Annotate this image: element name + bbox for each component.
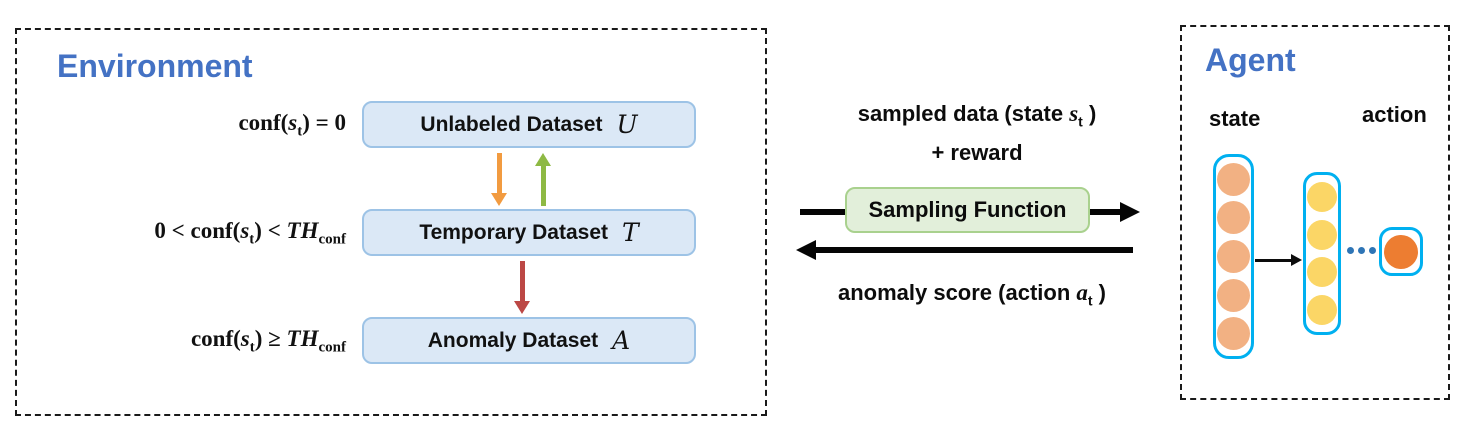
eq-text: 0 < conf( — [154, 218, 241, 243]
arrow-agent-to-env-line — [814, 247, 1133, 253]
eq-var: s — [240, 218, 250, 243]
action-node — [1384, 234, 1418, 269]
condition-temporary: 0 < conf(st) < THconf — [40, 218, 346, 249]
environment-panel — [15, 28, 767, 416]
eq-text: conf( — [190, 326, 241, 351]
anomaly-score-label: anomaly score (action at ) — [772, 277, 1172, 316]
hidden-node — [1307, 294, 1337, 325]
temporary-dataset-box: Temporary Dataset T — [362, 209, 696, 256]
unlabeled-dataset-box: Unlabeled Dataset U — [362, 101, 696, 148]
label-text: ) — [1092, 280, 1107, 305]
eq-text: ) = 0 — [302, 110, 346, 135]
nn-arrow-line — [1255, 259, 1293, 262]
temporary-dataset-label: Temporary Dataset — [419, 220, 608, 244]
label-var: a — [1076, 280, 1088, 305]
dot — [1369, 247, 1376, 254]
condition-anomaly: conf(st) ≥ THconf — [40, 326, 346, 357]
up-arrow-temporary-to-unlabeled-icon — [534, 153, 552, 206]
eq-sub: t — [297, 123, 303, 140]
nn-arrow-head-icon — [1291, 254, 1302, 266]
state-node — [1217, 278, 1250, 312]
hidden-node — [1307, 219, 1337, 250]
state-layer — [1213, 154, 1254, 359]
condition-unlabeled: conf(st) = 0 — [40, 110, 346, 141]
eq-text: ) < — [254, 218, 287, 243]
label-var: s — [1069, 101, 1079, 126]
label-text: sampled data (state — [857, 101, 1070, 126]
label-sub: t — [1087, 292, 1093, 309]
eq-sub: t — [249, 231, 255, 248]
agent-panel — [1180, 25, 1450, 400]
sampling-function-box: Sampling Function — [845, 187, 1090, 233]
eq-th: TH — [286, 218, 319, 243]
eq-text: ) ≥ — [254, 326, 287, 351]
sampled-data-label: sampled data (state st ) + reward — [777, 98, 1177, 168]
script-symbol-a: A — [612, 326, 631, 355]
eq-var: s — [240, 326, 250, 351]
state-label: state — [1209, 106, 1261, 131]
state-node — [1217, 162, 1250, 196]
state-node — [1217, 239, 1250, 273]
script-symbol-t: T — [622, 218, 639, 247]
arrow-env-to-agent-head-icon — [1120, 202, 1140, 222]
eq-th: TH — [286, 326, 319, 351]
down-arrow-temporary-to-anomaly-icon — [513, 261, 531, 314]
eq-var: s — [288, 110, 298, 135]
eq-thsub: conf — [318, 231, 347, 248]
dot — [1358, 247, 1365, 254]
state-node — [1217, 201, 1250, 235]
state-node — [1217, 317, 1250, 351]
action-label: action — [1362, 102, 1427, 127]
anomaly-dataset-box: Anomaly Dataset A — [362, 317, 696, 364]
reward-label: + reward — [931, 140, 1023, 166]
eq-sub: t — [249, 339, 255, 356]
script-symbol-u: U — [616, 110, 638, 139]
hidden-node — [1307, 257, 1337, 288]
arrow-agent-to-env-head-icon — [796, 240, 816, 260]
action-layer — [1379, 227, 1423, 276]
eq-thsub: conf — [318, 339, 347, 356]
label-text: ) — [1082, 101, 1097, 126]
label-text: anomaly score (action — [837, 280, 1077, 305]
hidden-node — [1307, 182, 1337, 213]
sampling-function-label: Sampling Function — [868, 197, 1067, 222]
unlabeled-dataset-label: Unlabeled Dataset — [420, 112, 603, 136]
down-arrow-unlabeled-to-temporary-icon — [490, 153, 508, 206]
anomaly-dataset-label: Anomaly Dataset — [427, 328, 599, 352]
environment-title: Environment — [57, 48, 253, 84]
ellipsis-icon — [1347, 247, 1376, 254]
hidden-layer — [1303, 172, 1341, 335]
dot — [1347, 247, 1354, 254]
eq-text: conf( — [238, 110, 289, 135]
label-sub: t — [1078, 113, 1083, 130]
agent-title: Agent — [1205, 42, 1296, 78]
